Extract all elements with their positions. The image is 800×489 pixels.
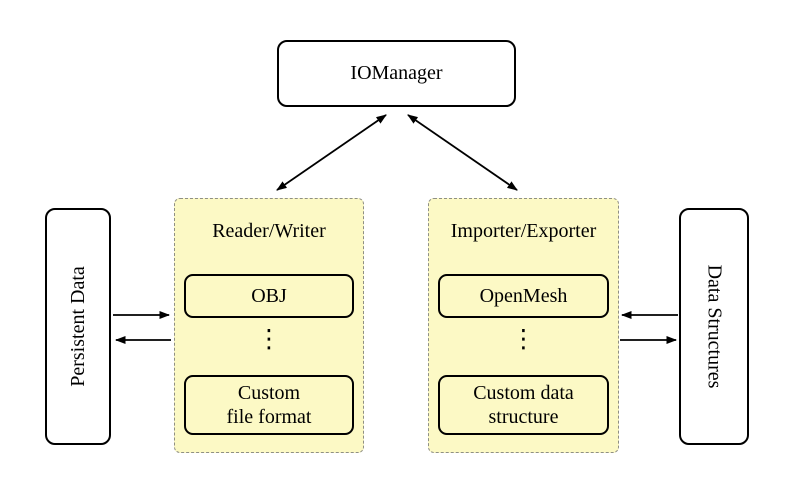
custom-data-structure-line1: Custom data (473, 381, 574, 404)
reader-writer-group: Reader/Writer OBJ ⋮ Custom file format (174, 198, 364, 453)
custom-data-structure-line2: structure (488, 406, 559, 428)
io-manager-node: IOManager (277, 40, 516, 107)
vertical-dots: ⋮ (256, 324, 282, 353)
custom-data-structure-node: Custom data structure (438, 375, 609, 435)
importer-exporter-group: Importer/Exporter OpenMesh ⋮ Custom data… (428, 198, 619, 453)
io-manager-label: IOManager (350, 62, 443, 84)
data-structures-node: Data Structures (679, 208, 749, 445)
reader-writer-title: Reader/Writer (212, 220, 326, 242)
vertical-dots: ⋮ (511, 324, 536, 353)
arrow-iomanager-importerexporter (407, 114, 518, 191)
custom-file-format-line1: Custom (237, 381, 301, 404)
arrow-iomanager-readerwriter (276, 114, 387, 191)
data-structures-label: Data Structures (703, 264, 726, 389)
persistent-data-label: Persistent Data (66, 266, 89, 387)
obj-node: OBJ (184, 274, 354, 318)
openmesh-node: OpenMesh (438, 274, 609, 318)
importer-exporter-title: Importer/Exporter (450, 220, 597, 242)
openmesh-label: OpenMesh (479, 284, 568, 307)
custom-file-format-node: Custom file format (184, 375, 354, 435)
persistent-data-node: Persistent Data (45, 208, 111, 445)
custom-file-format-line2: file format (226, 406, 312, 428)
obj-label: OBJ (251, 284, 287, 307)
